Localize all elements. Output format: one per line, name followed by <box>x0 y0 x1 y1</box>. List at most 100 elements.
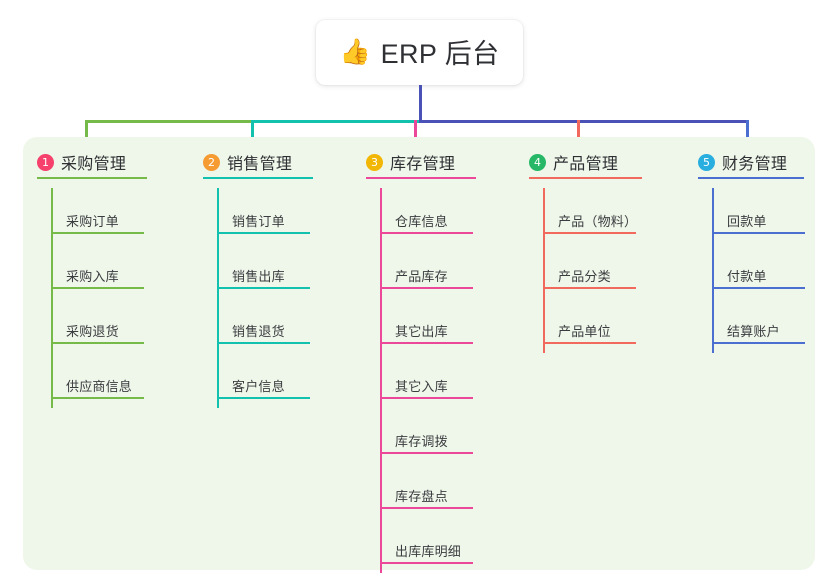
leaf-underline <box>380 342 473 344</box>
leaf-label: 销售订单 <box>232 214 285 229</box>
column-underline-3 <box>366 177 476 179</box>
leaf-underline <box>51 232 144 234</box>
leaf-label: 销售退货 <box>232 324 285 339</box>
column-5: 5 财务管理回款单付款单结算账户 <box>698 145 805 353</box>
leaf-item[interactable]: 采购订单 <box>37 188 147 243</box>
leaf-item[interactable]: 仓库信息 <box>366 188 476 243</box>
leaf-underline <box>380 452 473 454</box>
leaf-label: 产品单位 <box>558 324 611 339</box>
root-node-content: 👍 ERP 后台 <box>339 32 499 71</box>
leaf-underline <box>380 232 473 234</box>
drop-connector-1 <box>85 120 88 150</box>
leaf-label: 出库库明细 <box>395 544 462 559</box>
leaf-underline <box>712 287 805 289</box>
leaf-label: 产品（物料） <box>558 214 638 229</box>
column-header-4[interactable]: 4 产品管理 <box>529 145 642 179</box>
leaf-underline <box>380 287 473 289</box>
leaf-item[interactable]: 销售订单 <box>203 188 313 243</box>
leaf-item[interactable]: 库存盘点 <box>366 463 476 518</box>
leaf-underline <box>380 507 473 509</box>
leaf-item[interactable]: 产品库存 <box>366 243 476 298</box>
leaf-item[interactable]: 其它出库 <box>366 298 476 353</box>
column-badge-4: 4 <box>529 153 546 171</box>
leaf-label: 结算账户 <box>727 324 780 339</box>
leaf-underline <box>217 397 310 399</box>
column-header-3[interactable]: 3 库存管理 <box>366 145 476 179</box>
leaf-item[interactable]: 产品（物料） <box>529 188 642 243</box>
column-header-5[interactable]: 5 财务管理 <box>698 145 804 179</box>
leaf-item[interactable]: 库存调拨 <box>366 408 476 463</box>
leaf-label: 采购退货 <box>66 324 119 339</box>
column-title-1: 采购管理 <box>61 156 127 173</box>
leaf-underline <box>543 287 636 289</box>
leaf-item[interactable]: 产品分类 <box>529 243 642 298</box>
column-title-4: 产品管理 <box>553 156 619 173</box>
column-underline-1 <box>37 177 147 179</box>
leaf-label: 仓库信息 <box>395 214 448 229</box>
leaf-label: 采购订单 <box>66 214 119 229</box>
leaf-underline <box>712 232 805 234</box>
leaf-label: 供应商信息 <box>66 379 133 394</box>
leaf-item[interactable]: 产品单位 <box>529 298 642 353</box>
column-header-1[interactable]: 1 采购管理 <box>37 145 147 179</box>
leaf-label: 其它出库 <box>395 324 448 339</box>
column-badge-2: 2 <box>203 153 220 171</box>
drop-connector-3 <box>414 120 417 150</box>
column-3: 3 库存管理仓库信息产品库存其它出库其它入库库存调拨库存盘点出库库明细 <box>366 145 476 573</box>
leaf-item[interactable]: 销售出库 <box>203 243 313 298</box>
leaf-label: 产品库存 <box>395 269 448 284</box>
leaf-item[interactable]: 结算账户 <box>698 298 805 353</box>
leaf-underline <box>543 342 636 344</box>
leaf-underline <box>51 287 144 289</box>
root-node-card[interactable]: 👍 ERP 后台 <box>316 20 523 85</box>
leaf-underline <box>380 397 473 399</box>
leaf-item[interactable]: 出库库明细 <box>366 518 476 573</box>
column-spine-5 <box>712 188 714 353</box>
leaf-item[interactable]: 其它入库 <box>366 353 476 408</box>
leaf-label: 销售出库 <box>232 269 285 284</box>
column-spine-4 <box>543 188 545 353</box>
root-stem-connector <box>419 85 422 122</box>
column-title-5: 财务管理 <box>722 156 788 173</box>
drop-connector-4 <box>577 120 580 150</box>
column-badge-1: 1 <box>37 153 54 171</box>
column-items-3: 仓库信息产品库存其它出库其它入库库存调拨库存盘点出库库明细 <box>366 188 476 573</box>
leaf-label: 付款单 <box>727 269 767 284</box>
leaf-underline <box>51 397 144 399</box>
leaf-label: 回款单 <box>727 214 767 229</box>
column-underline-5 <box>698 177 804 179</box>
leaf-item[interactable]: 采购入库 <box>37 243 147 298</box>
root-node-title: ERP 后台 <box>380 39 500 69</box>
diagram-panel <box>23 137 815 570</box>
leaf-item[interactable]: 客户信息 <box>203 353 313 408</box>
leaf-underline <box>217 342 310 344</box>
drop-connector-5 <box>746 120 749 150</box>
leaf-item[interactable]: 供应商信息 <box>37 353 147 408</box>
column-title-3: 库存管理 <box>390 156 456 173</box>
leaf-underline <box>217 287 310 289</box>
bus-segment-green <box>85 120 253 123</box>
column-badge-5: 5 <box>698 153 715 171</box>
bus-segment-teal <box>251 120 421 123</box>
leaf-item[interactable]: 付款单 <box>698 243 805 298</box>
leaf-label: 产品分类 <box>558 269 611 284</box>
leaf-underline <box>380 562 473 564</box>
leaf-label: 库存盘点 <box>395 489 448 504</box>
leaf-item[interactable]: 回款单 <box>698 188 805 243</box>
leaf-item[interactable]: 采购退货 <box>37 298 147 353</box>
column-items-4: 产品（物料） 产品分类产品单位 <box>529 188 642 353</box>
bus-segment-indigo <box>419 120 749 123</box>
column-items-2: 销售订单销售出库销售退货客户信息 <box>203 188 313 408</box>
leaf-item[interactable]: 销售退货 <box>203 298 313 353</box>
column-spine-2 <box>217 188 219 408</box>
column-4: 4 产品管理产品（物料） 产品分类产品单位 <box>529 145 642 353</box>
leaf-label: 库存调拨 <box>395 434 448 449</box>
leaf-label: 采购入库 <box>66 269 119 284</box>
leaf-label: 其它入库 <box>395 379 448 394</box>
column-title-2: 销售管理 <box>227 156 293 173</box>
column-header-2[interactable]: 2 销售管理 <box>203 145 313 179</box>
leaf-underline <box>543 232 636 234</box>
leaf-label: 客户信息 <box>232 379 285 394</box>
column-badge-3: 3 <box>366 153 383 171</box>
column-items-1: 采购订单采购入库采购退货供应商信息 <box>37 188 147 408</box>
